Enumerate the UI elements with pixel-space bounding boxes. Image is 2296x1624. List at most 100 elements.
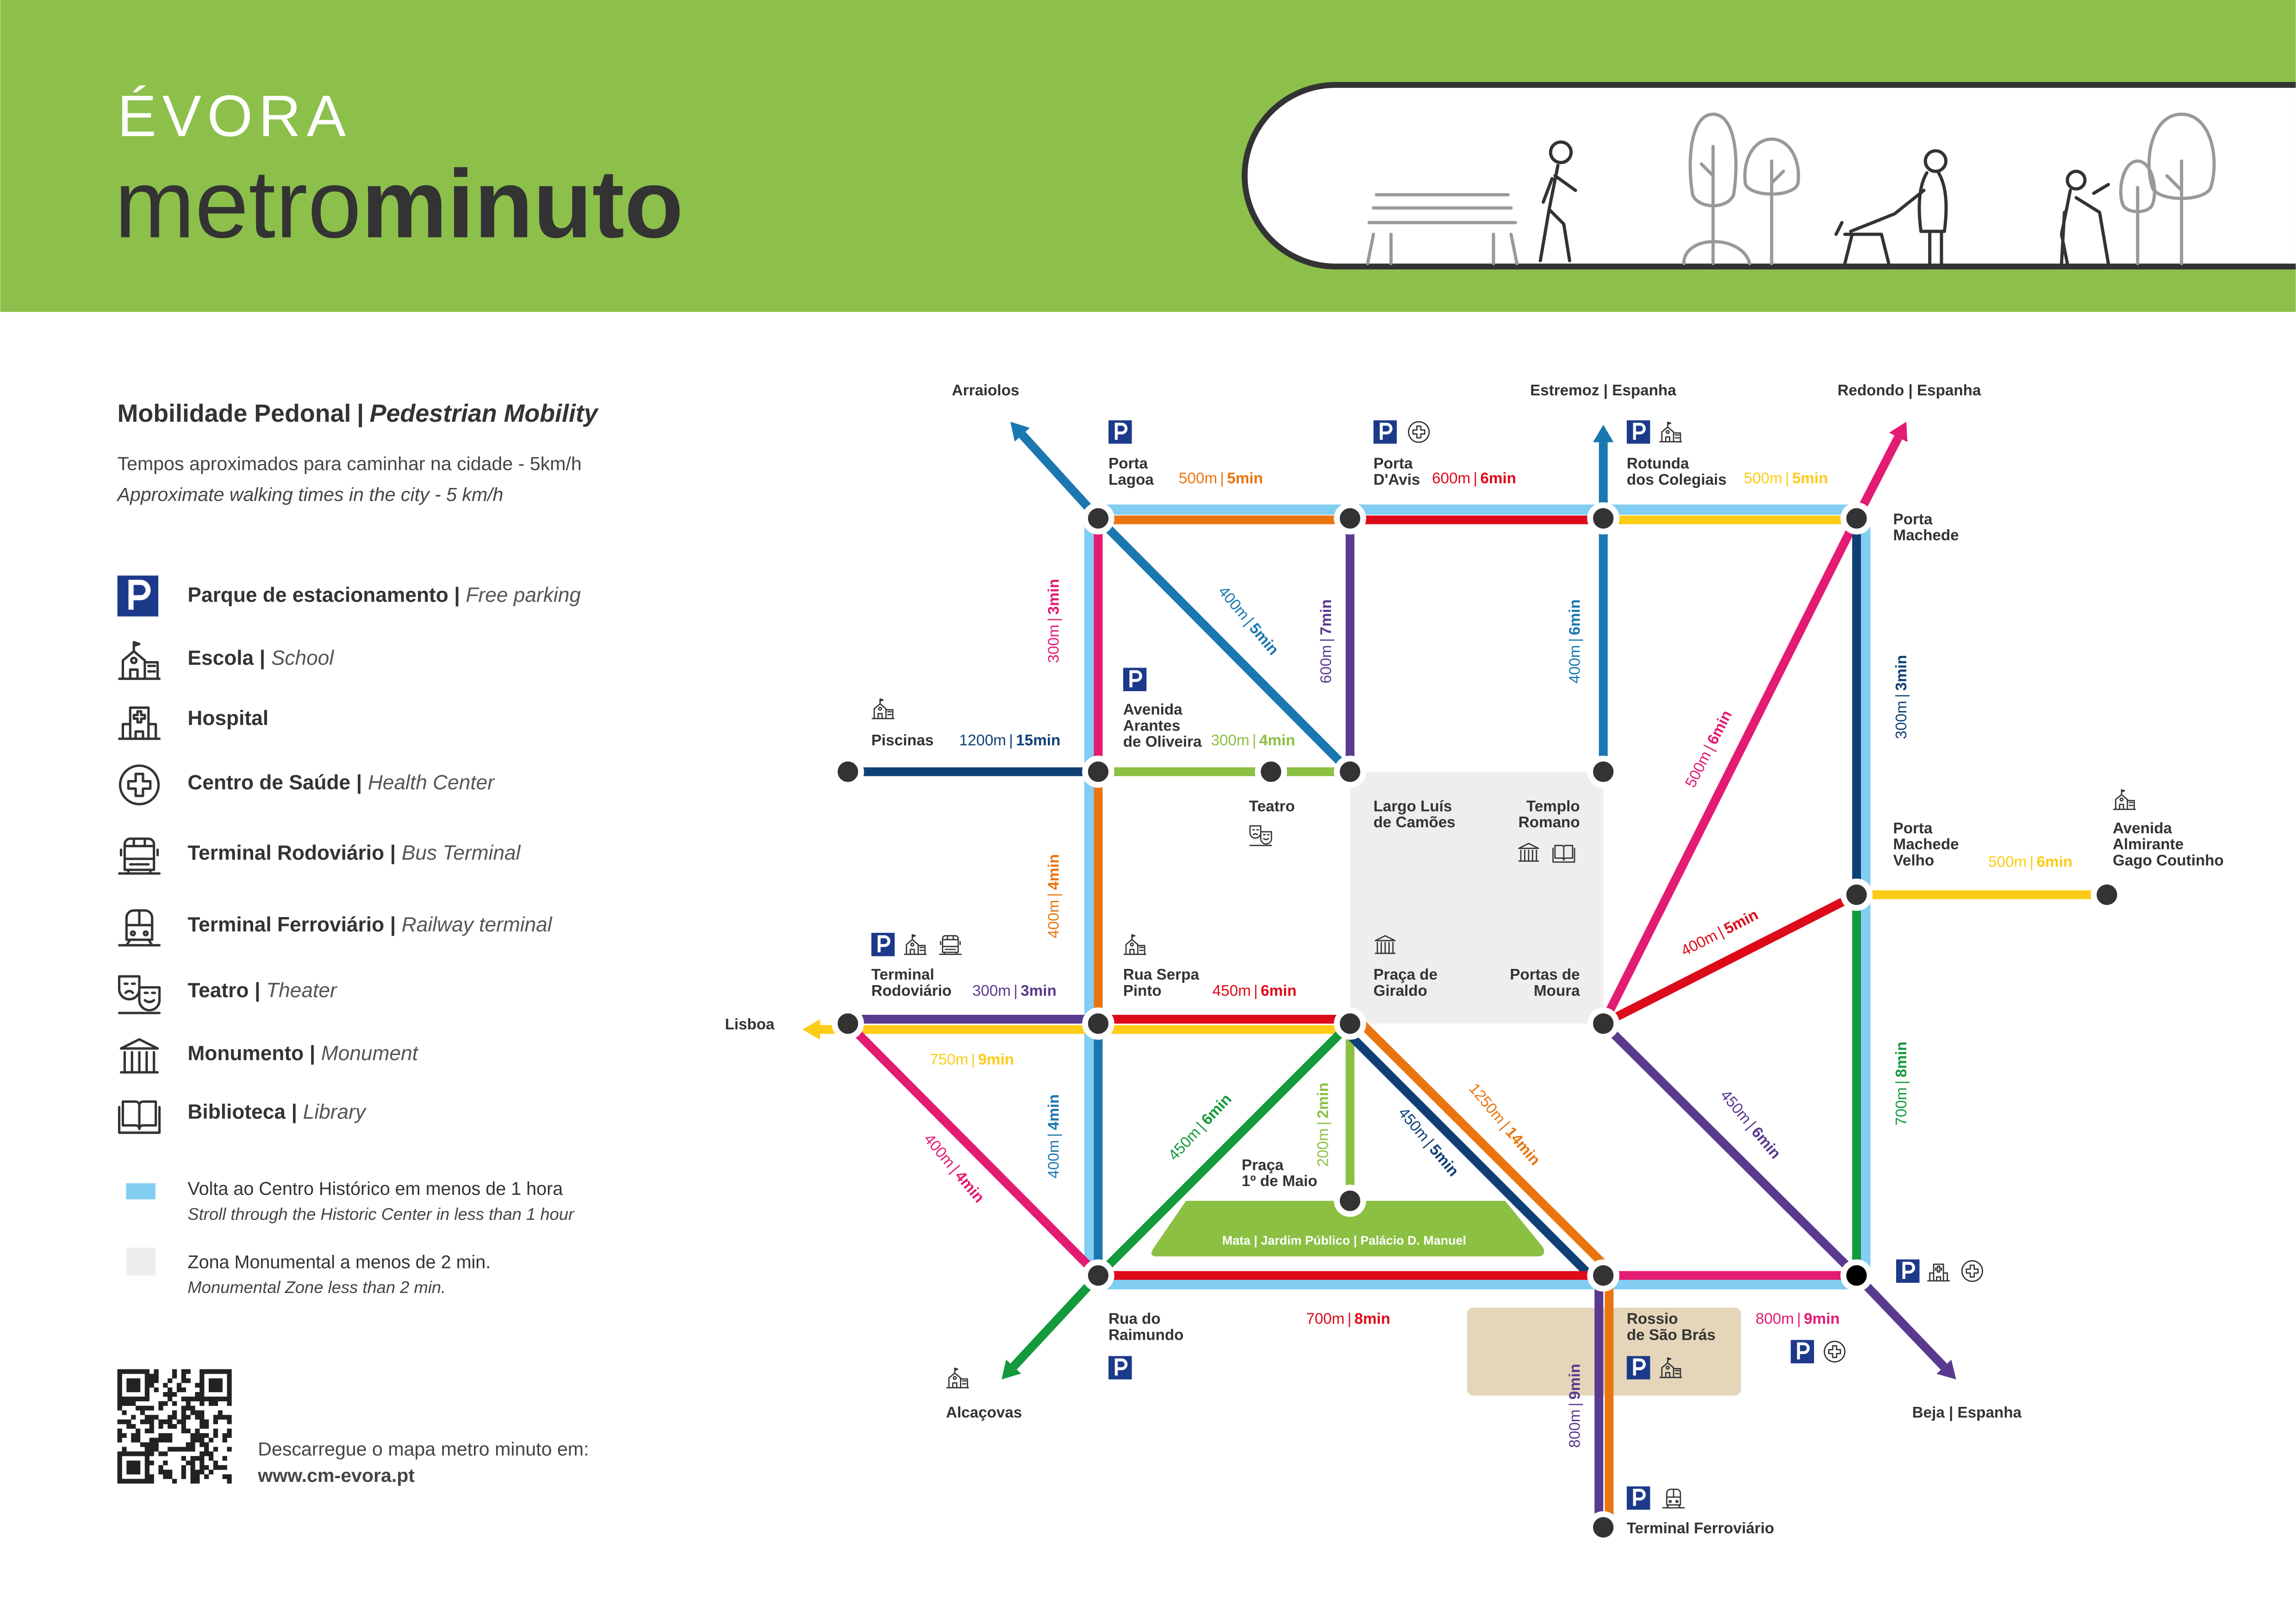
qr-module — [158, 1451, 163, 1456]
segment-label-f-h: 300m|4min — [1211, 732, 1295, 749]
station-node-portas-moura[interactable] — [1587, 1007, 1620, 1040]
station-node-avenida-arantes[interactable] — [1082, 756, 1114, 788]
qr-module — [158, 1401, 163, 1406]
segment-distance: 300m — [1045, 625, 1063, 663]
qr-module — [213, 1460, 218, 1466]
qr-module — [149, 1442, 154, 1447]
station-node-rotunda-colegiais[interactable] — [1587, 502, 1620, 535]
station-node-porta-lagoa[interactable] — [1082, 502, 1114, 535]
qr-module — [195, 1469, 200, 1474]
qr-module — [168, 1474, 173, 1479]
station-node-rua-serpa-pinto[interactable] — [1082, 1007, 1114, 1040]
qr-module — [140, 1369, 145, 1374]
station-node-piscinas[interactable] — [832, 756, 864, 788]
qr-module — [144, 1451, 150, 1456]
line-to-alcacovas — [1010, 1272, 1101, 1370]
qr-module — [158, 1437, 163, 1443]
qr-module — [218, 1387, 223, 1393]
qr-module — [204, 1451, 209, 1456]
destination-redondo[interactable]: Redondo | Espanha — [1837, 382, 1981, 399]
station-node-porta-davis[interactable] — [1334, 502, 1366, 535]
qr-module — [199, 1433, 205, 1438]
segment-label-c-d: 500m|5min — [1744, 470, 1828, 487]
station-label-piscinas[interactable]: Piscinas — [871, 732, 934, 749]
segment-time: 5min — [1721, 906, 1761, 937]
station-node-largo-camoes[interactable] — [1334, 756, 1366, 788]
destination-beja[interactable]: Beja | Espanha — [1912, 1404, 2022, 1421]
segment-time: 5min — [1227, 470, 1263, 487]
station-label-line: Gago Coutinho — [2113, 852, 2224, 869]
parking-icon — [1374, 420, 1397, 444]
qr-module — [117, 1419, 122, 1424]
station-node-gago-coutinho[interactable] — [2091, 878, 2123, 911]
legend-item-label: Teatro|Theater — [187, 979, 338, 1002]
line-porta-machede-portas-moura — [1599, 516, 1860, 1026]
legend-label-pt: Terminal Rodoviário — [187, 842, 384, 864]
legend-item-label: Hospital — [187, 707, 268, 730]
station-node-praca-1-maio[interactable] — [1334, 1185, 1366, 1217]
qr-module — [190, 1437, 195, 1443]
qr-module — [136, 1479, 141, 1484]
station-node-terminal-rodoviario[interactable] — [832, 1007, 864, 1040]
parking-icon — [118, 575, 159, 617]
qr-module — [190, 1405, 195, 1411]
legend-zone-label: Zona Monumental a menos de 2 min. — [187, 1252, 491, 1272]
qr-module — [136, 1465, 141, 1470]
station-node-rossio-sao-bras[interactable] — [1587, 1259, 1620, 1292]
qr-module — [208, 1437, 214, 1443]
station-node-rua-raimundo[interactable] — [1082, 1259, 1114, 1292]
station-node-templo-romano[interactable] — [1587, 756, 1620, 788]
qr-module — [158, 1469, 163, 1474]
segment-distance: 500m — [1744, 470, 1782, 487]
destination-estremoz[interactable]: Estremoz | Espanha — [1530, 382, 1676, 399]
legend-subtitle-pt: Tempos aproximados para caminhar na cida… — [118, 453, 582, 474]
destination-lisboa[interactable]: Lisboa — [725, 1016, 775, 1033]
station-node-terminal-ferroviario[interactable] — [1587, 1511, 1620, 1544]
bus-icon — [119, 839, 160, 874]
qr-module — [149, 1374, 154, 1379]
station-node-porta-machede-velho[interactable] — [1840, 878, 1873, 911]
legend-label-pt: Monumento — [187, 1042, 304, 1065]
segment-label-n-o: 500m|6min — [1988, 854, 2072, 871]
qr-code[interactable] — [117, 1369, 232, 1484]
qr-module — [176, 1419, 182, 1424]
download-url[interactable]: www.cm-evora.pt — [257, 1465, 415, 1486]
qr-module — [131, 1437, 136, 1443]
qr-module — [208, 1378, 214, 1383]
destination-arraiolos[interactable]: Arraiolos — [952, 382, 1020, 399]
qr-module — [136, 1387, 141, 1393]
qr-module — [195, 1410, 200, 1415]
qr-module — [168, 1437, 173, 1443]
qr-module — [117, 1433, 122, 1438]
destination-alcacovas[interactable]: Alcaçovas — [946, 1404, 1022, 1421]
station-label-terminal-ferroviario[interactable]: Terminal Ferroviário — [1627, 1520, 1774, 1537]
qr-module — [227, 1447, 232, 1452]
qr-module — [204, 1419, 209, 1424]
qr-module — [117, 1405, 122, 1411]
station-node-teatro[interactable] — [1255, 756, 1288, 788]
qr-module — [140, 1396, 145, 1402]
station-node-beja-junction[interactable] — [1840, 1259, 1873, 1292]
station-label-teatro[interactable]: Teatro — [1249, 798, 1295, 815]
station-node-praca-giraldo[interactable] — [1334, 1007, 1366, 1040]
segment-time: 5min — [1792, 470, 1828, 487]
qr-module — [131, 1460, 136, 1466]
qr-module — [131, 1383, 136, 1388]
station-node-porta-machede[interactable] — [1840, 502, 1873, 535]
